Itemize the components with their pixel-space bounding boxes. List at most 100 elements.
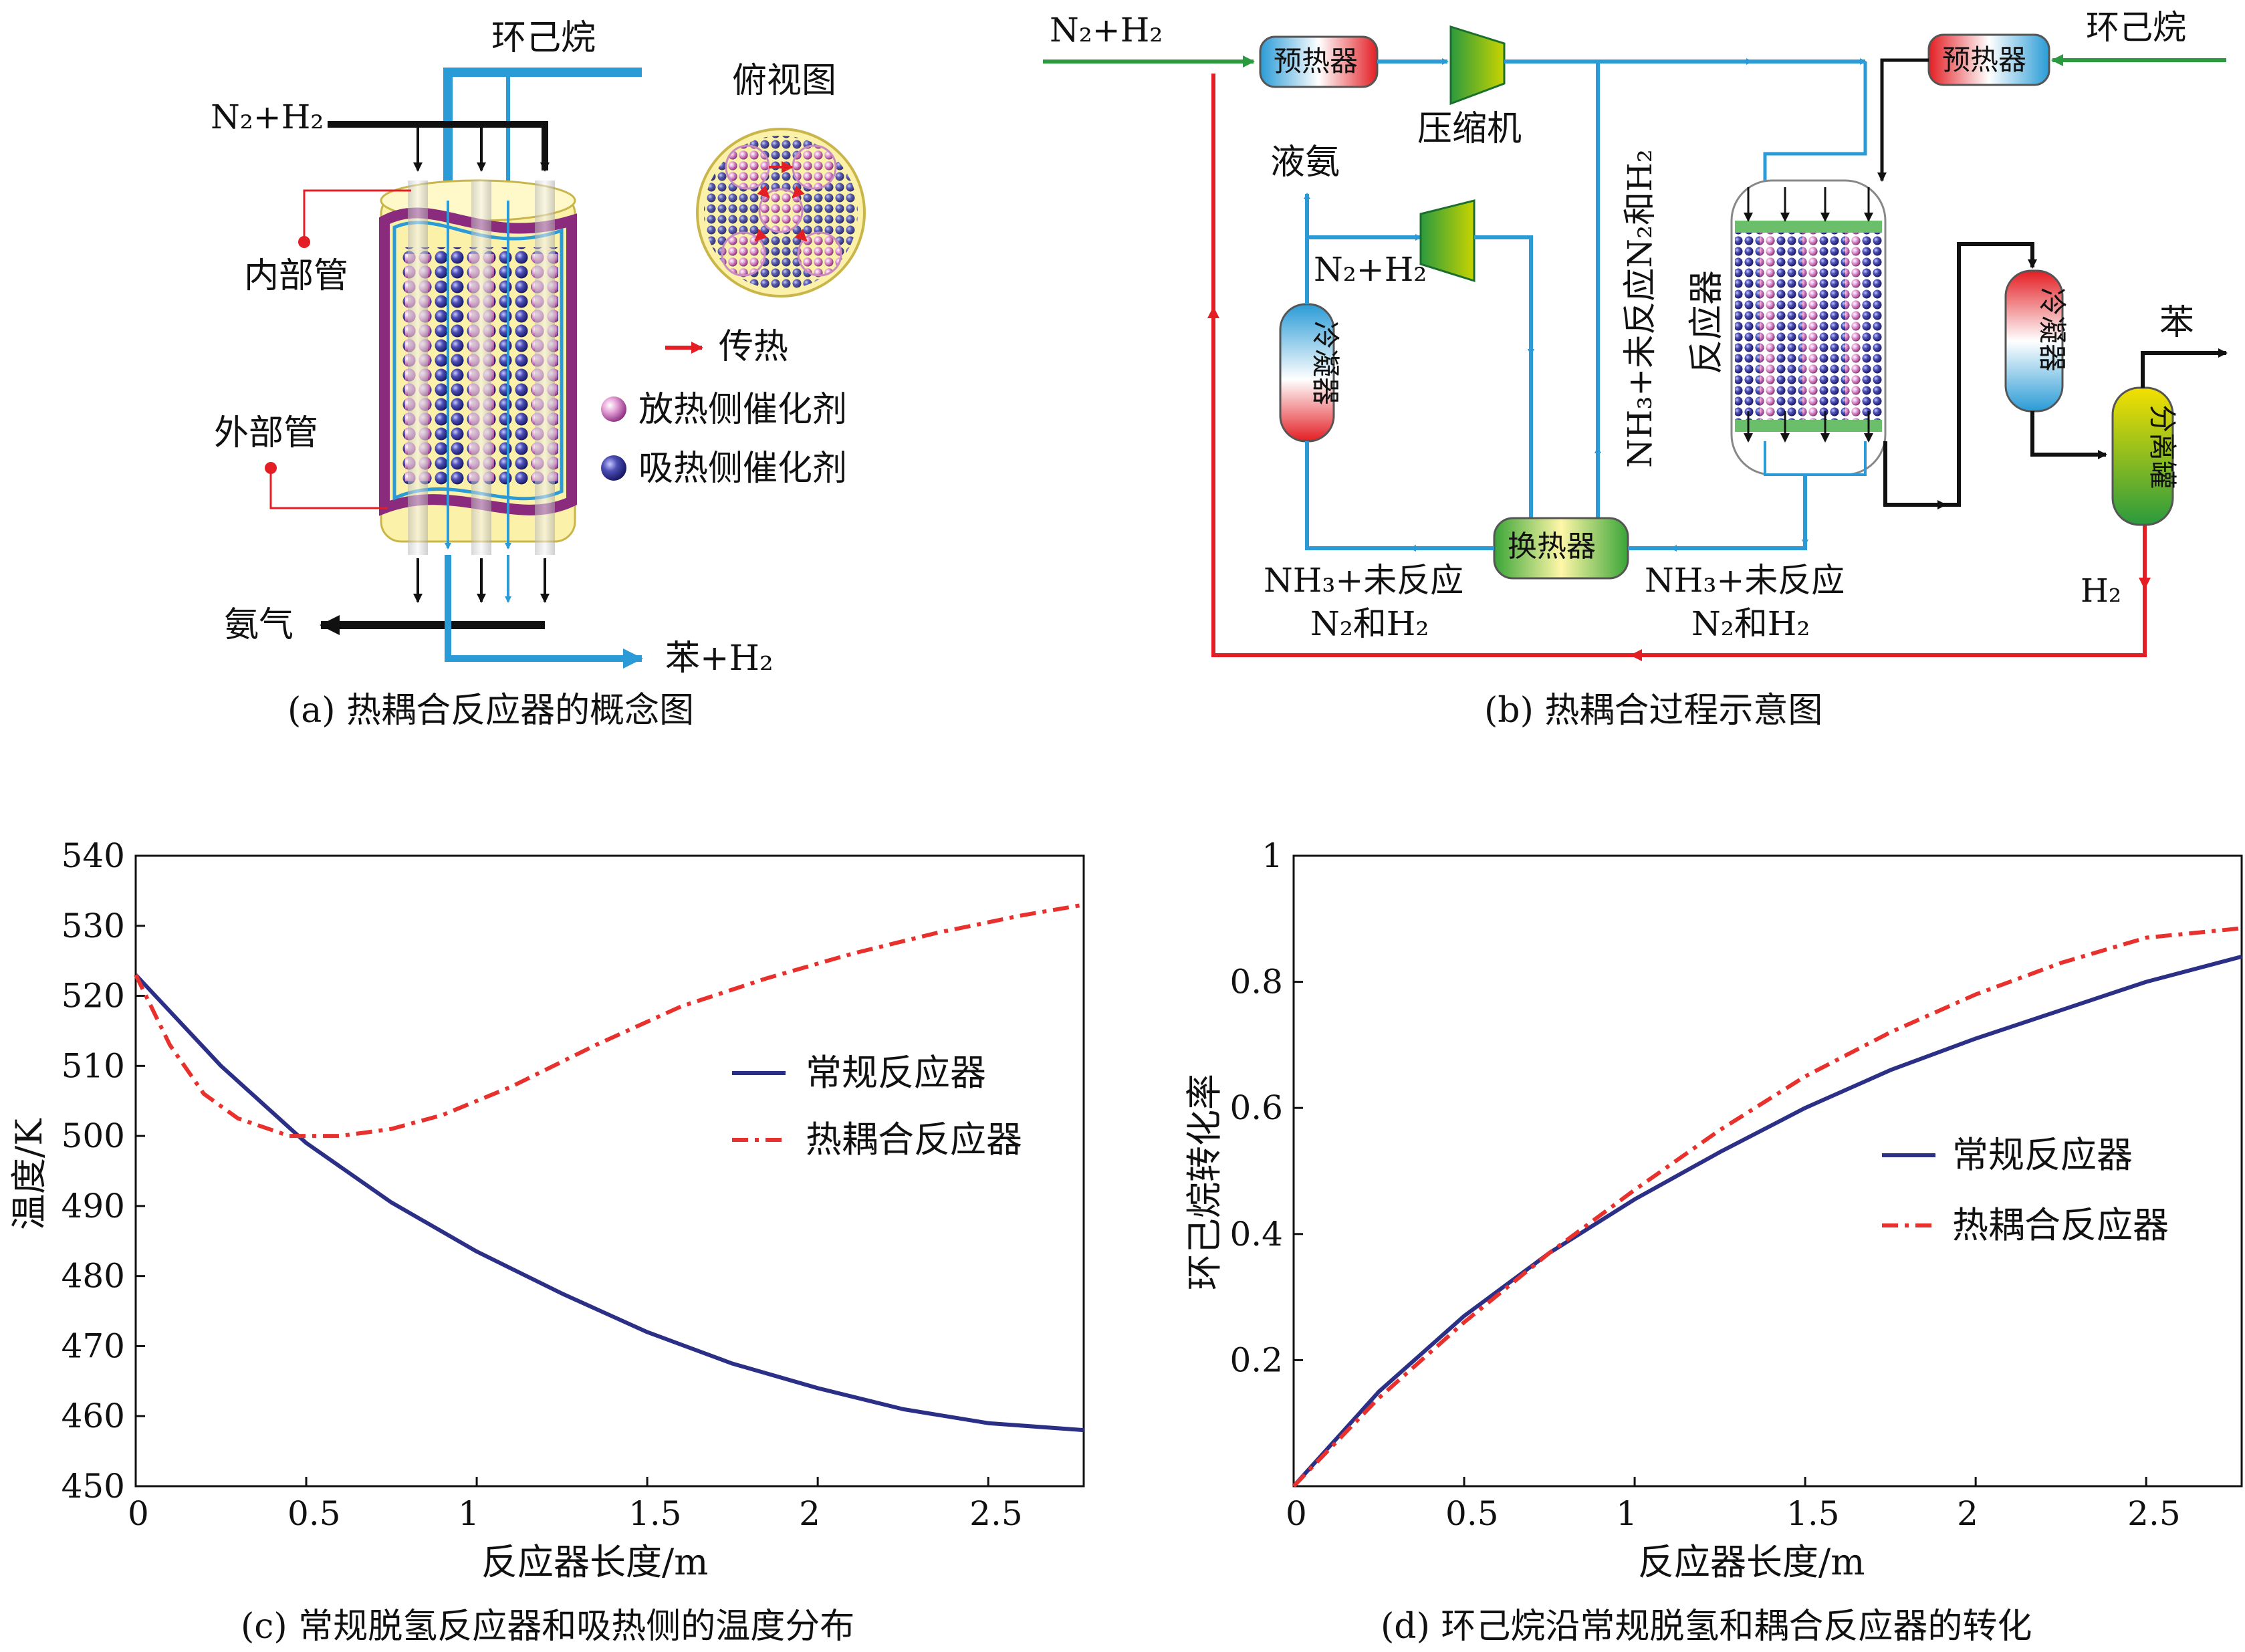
panel-b-caption: (b) 热耦合过程示意图 bbox=[1484, 691, 1822, 731]
reactor-exo-col-2 bbox=[1802, 231, 1817, 421]
chart-c-series bbox=[134, 903, 1084, 1433]
chart-c-legend-label-2: 热耦合反应器 bbox=[806, 1118, 1022, 1161]
condenser-right-label: 冷凝器 bbox=[2036, 287, 2069, 372]
h2-recycle-loop bbox=[1211, 74, 2147, 657]
compressor-label: 压缩机 bbox=[1417, 109, 1522, 149]
recycle-compressor-out bbox=[1474, 235, 1534, 356]
panel-a-cyclohexane-label: 环己烷 bbox=[491, 18, 596, 58]
exo-catalyst-label: 放热侧催化剂 bbox=[638, 390, 847, 430]
chart-c-series-1-line bbox=[134, 903, 1084, 1139]
reactor-bottom-manifold bbox=[1764, 441, 1867, 476]
preheater-right-to-reactor bbox=[1877, 58, 1929, 182]
reactor-top-manifold bbox=[1763, 62, 1867, 187]
nh3-left-line2: N₂和H₂ bbox=[1310, 604, 1429, 643]
chart-c-ytick-label-3: 480 bbox=[62, 1257, 125, 1296]
chart-d-xtick-label-2: 1 bbox=[1616, 1494, 1637, 1533]
chart-d-series-0-line bbox=[1292, 954, 2242, 1488]
endo-catalyst-label: 吸热侧催化剂 bbox=[638, 449, 847, 489]
chart-c-xtick-label-5: 2.5 bbox=[969, 1494, 1023, 1533]
chart-d-ytick-label-4: 1 bbox=[1262, 836, 1283, 875]
top-view-tube-2 bbox=[792, 144, 837, 190]
inner-tube-2 bbox=[471, 181, 491, 555]
inner-tube-1 bbox=[408, 181, 428, 555]
chart-d-series bbox=[1292, 926, 2242, 1488]
chart-c-ytick-label-6: 510 bbox=[62, 1046, 125, 1085]
inner-tube-callout-line bbox=[303, 189, 411, 242]
h2-label: H₂ bbox=[2081, 572, 2121, 610]
reactor-label: 反应器 bbox=[1687, 270, 1727, 374]
chart-d-xtick-label-5: 2.5 bbox=[2127, 1494, 2181, 1533]
panel-b-n2h2-label: N₂+H₂ bbox=[1050, 11, 1163, 49]
chart-d-ytick-label-0: 0.2 bbox=[1229, 1340, 1283, 1379]
heat-exchanger-label: 换热器 bbox=[1508, 529, 1596, 564]
chart-d-xtick-label-0: 0 bbox=[1286, 1494, 1307, 1533]
chart-c-xtick-label-0: 0 bbox=[128, 1494, 149, 1533]
chart-d-legend-label-1: 常规反应器 bbox=[1952, 1134, 2133, 1176]
chart-c-ytick-label-5: 500 bbox=[62, 1116, 125, 1155]
heat-transfer-label: 传热 bbox=[719, 327, 788, 367]
separator-label: 分离罐 bbox=[2146, 404, 2179, 489]
chart-c-xtick-label-2: 1 bbox=[458, 1494, 479, 1533]
chart-c-ytick-label-4: 490 bbox=[62, 1187, 125, 1225]
benzene-label: 苯 bbox=[2159, 303, 2194, 343]
preheater-left-label: 预热器 bbox=[1274, 45, 1358, 78]
chart-d-ytick-label-2: 0.6 bbox=[1229, 1088, 1283, 1127]
chart-c-ytick-label-9: 540 bbox=[62, 836, 125, 875]
preheater-right-label: 预热器 bbox=[1942, 43, 2026, 76]
chart-c-xtick-label-1: 0.5 bbox=[287, 1494, 341, 1533]
chart-c-legend-label-1: 常规反应器 bbox=[806, 1052, 986, 1094]
chart-c-xtick-label-4: 2 bbox=[799, 1494, 820, 1533]
chart-c-plot-area bbox=[134, 854, 1085, 1488]
compressor-recycle bbox=[1419, 199, 1475, 283]
chart-c-ytick-label-0: 450 bbox=[62, 1467, 125, 1506]
panel-b-cyclohexane-label: 环己烷 bbox=[2086, 8, 2186, 47]
panel-a: 环己烷 N₂+H₂ 氨气 苯+H₂ 内部管 bbox=[211, 18, 866, 731]
outer-tube-callout-dot bbox=[265, 462, 277, 474]
chart-d-series-1-line bbox=[1292, 926, 2242, 1488]
outer-tube-wall bbox=[379, 207, 577, 516]
hx-to-condenser bbox=[1305, 441, 1494, 550]
outer-tube-wall-inner bbox=[392, 221, 564, 501]
n2h2-feed-line bbox=[328, 121, 548, 170]
compressor-top bbox=[1449, 25, 1506, 106]
nh3-vertical-label: NH₃+未反应N₂和H₂ bbox=[1621, 149, 1659, 468]
chart-d-xtick-label-3: 1.5 bbox=[1786, 1494, 1840, 1533]
chart-d-plot-area bbox=[1292, 854, 2243, 1488]
reactor-to-hx bbox=[1628, 475, 1807, 550]
reactor-top-band bbox=[1735, 221, 1882, 233]
reactor-outlet-black bbox=[1883, 242, 2037, 507]
chart-d-ytick-label-3: 0.8 bbox=[1229, 963, 1283, 1001]
n2h2-recycle-label: N₂+H₂ bbox=[1314, 250, 1427, 289]
outer-tube-label: 外部管 bbox=[214, 413, 318, 453]
reactor-exo-col-3 bbox=[1845, 231, 1860, 421]
chart-c-ytick-label-8: 530 bbox=[62, 907, 125, 945]
panel-a-n2h2-label: N₂+H₂ bbox=[211, 98, 324, 136]
chart-d-xtick-label-4: 2 bbox=[1957, 1494, 1978, 1533]
panel-d-caption: (d) 环己烷沿常规脱氢和耦合反应器的转化 bbox=[1381, 1607, 2032, 1647]
liquid-ammonia-label: 液氨 bbox=[1270, 142, 1340, 183]
exo-catalyst-swatch bbox=[601, 396, 626, 422]
top-view-tube-5 bbox=[797, 231, 842, 277]
panel-b: N₂+H₂ H₂ 预热器 压缩机 NH₃+未反应N₂和H₂ 液氨 冷凝器 N₂+… bbox=[1043, 8, 2228, 731]
panel-a-caption: (a) 热耦合反应器的概念图 bbox=[287, 691, 694, 731]
condenser-left-label: 冷凝器 bbox=[1309, 321, 1342, 405]
chart-c-ytick-label-7: 520 bbox=[62, 977, 125, 1016]
chart-d-legend-label-2: 热耦合反应器 bbox=[1952, 1204, 2169, 1246]
chart-c-xlabel: 反应器长度/m bbox=[481, 1541, 708, 1583]
top-view-tube-3 bbox=[758, 188, 804, 233]
condenser-recycle-line bbox=[1305, 234, 1422, 304]
chart-c-xtick-label-3: 1.5 bbox=[628, 1494, 682, 1533]
reactor-exo-col-1 bbox=[1760, 231, 1774, 421]
nh3-right-line2: N₂和H₂ bbox=[1691, 604, 1810, 643]
condenser-to-separator bbox=[2030, 411, 2107, 459]
nh3-right-line1: NH₃+未反应 bbox=[1645, 561, 1845, 600]
chart-c-ytick-label-2: 470 bbox=[62, 1326, 125, 1365]
cyclohexane-feed-line bbox=[443, 68, 642, 201]
top-view-heat-arrows bbox=[754, 161, 808, 242]
panel-a-benzene-label: 苯+H₂ bbox=[665, 638, 774, 679]
chart-d-ytick-label-1: 0.4 bbox=[1229, 1215, 1283, 1254]
panel-a-ammonia-label: 氨气 bbox=[224, 605, 293, 645]
panel-c-caption: (c) 常规脱氢反应器和吸热侧的温度分布 bbox=[241, 1607, 854, 1647]
